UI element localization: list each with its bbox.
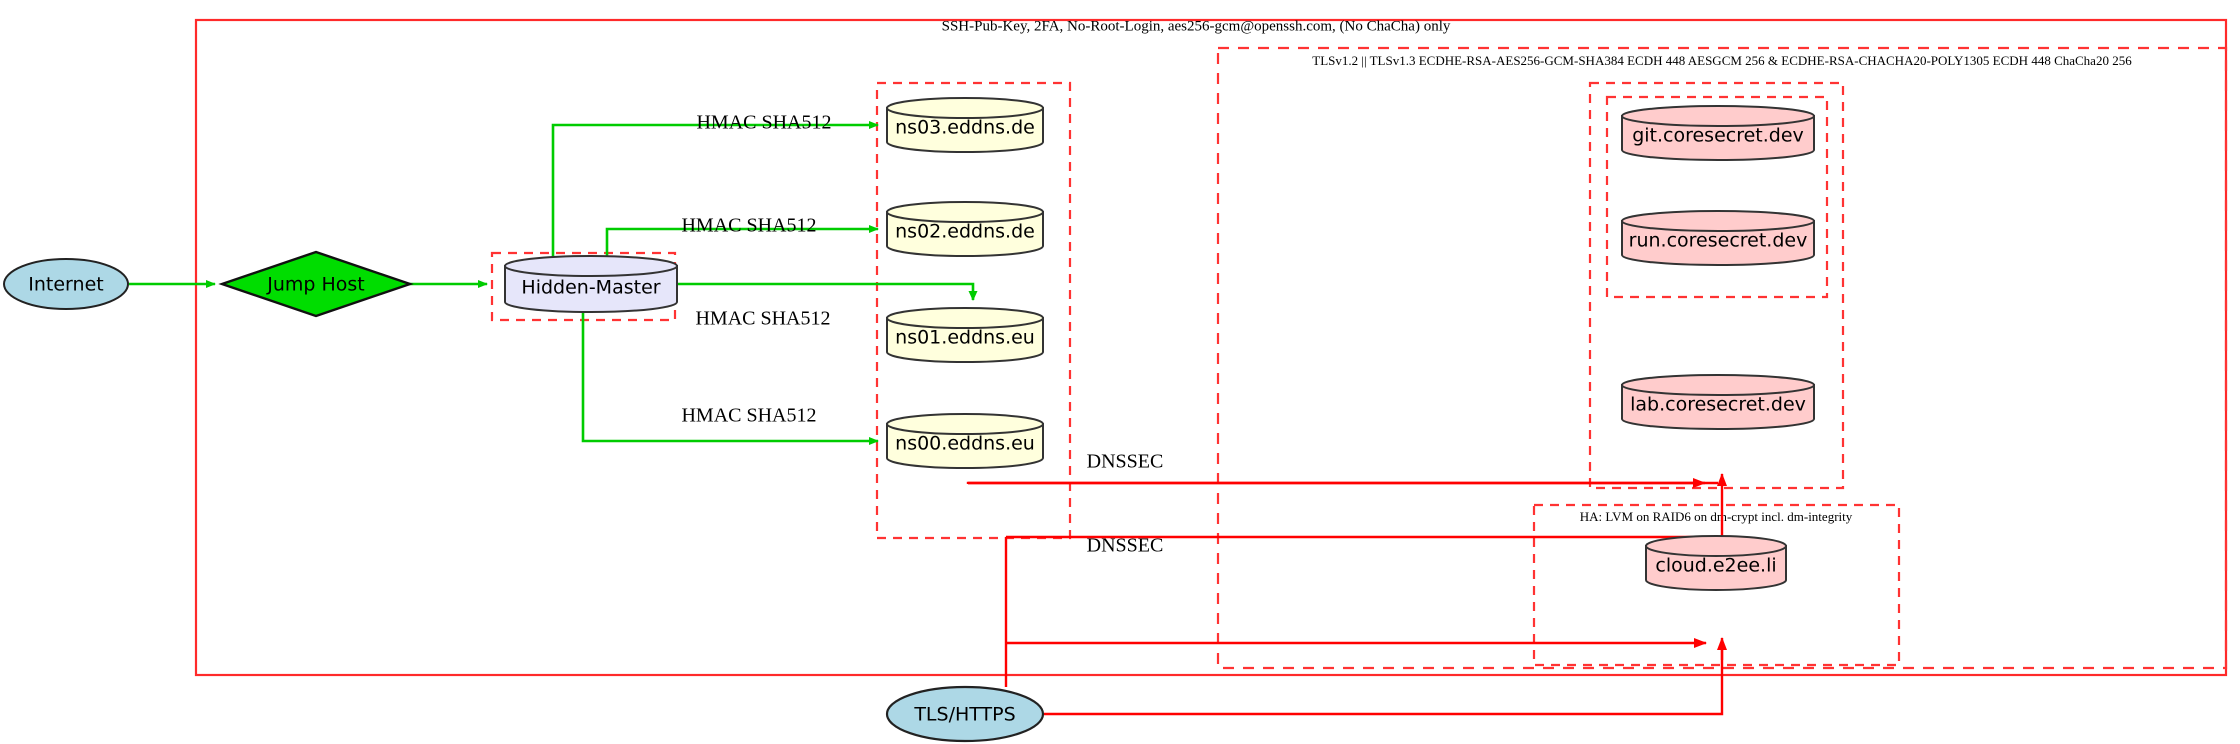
edge-hidden-master-to-ns03: HMAC SHA512 bbox=[551, 112, 879, 258]
edge-label-hmac-ns01: HMAC SHA512 bbox=[695, 308, 830, 330]
node-lab-coresecret[interactable]: lab.coresecret.dev bbox=[1621, 374, 1815, 430]
cluster-tls-label: TLSv1.2 || TLSv1.3 ECDHE-RSA-AES256-GCM-… bbox=[1312, 53, 2132, 68]
edge-dnssec-upper: DNSSEC bbox=[966, 451, 1718, 488]
node-git-coresecret[interactable]: git.coresecret.dev bbox=[1621, 105, 1815, 161]
node-internet[interactable]: Internet bbox=[3, 258, 129, 310]
node-ns00[interactable]: ns00.eddns.eu bbox=[886, 413, 1044, 469]
edge-dnssec-lower: DNSSEC bbox=[1006, 535, 1705, 557]
edge-hidden-master-to-ns02: HMAC SHA512 bbox=[605, 215, 879, 258]
cluster-cloud-label: HA: LVM on RAID6 on dm-crypt incl. dm-in… bbox=[1580, 509, 1853, 524]
edge-label-dnssec-lower: DNSSEC bbox=[1087, 535, 1164, 557]
edge-hidden-master-to-ns00: HMAC SHA512 bbox=[581, 312, 879, 445]
node-cloud-e2ee-label: cloud.e2ee.li bbox=[1655, 555, 1776, 577]
edge-tls-https-to-cloud bbox=[1044, 637, 1727, 716]
cluster-tls: TLSv1.2 || TLSv1.3 ECDHE-RSA-AES256-GCM-… bbox=[1216, 46, 2228, 670]
cluster-coresecret-inner bbox=[1605, 95, 1829, 299]
cluster-outer-ssh-label: SSH-Pub-Key, 2FA, No-Root-Login, aes256-… bbox=[942, 18, 1451, 34]
edge-label-hmac-ns00: HMAC SHA512 bbox=[681, 405, 816, 427]
node-ns02[interactable]: ns02.eddns.de bbox=[886, 201, 1044, 257]
edge-label-dnssec-upper: DNSSEC bbox=[1087, 451, 1164, 473]
node-ns01-label: ns01.eddns.eu bbox=[895, 327, 1035, 349]
node-hidden-master[interactable]: Hidden-Master bbox=[504, 255, 678, 313]
node-run-coresecret[interactable]: run.coresecret.dev bbox=[1621, 210, 1815, 266]
node-git-coresecret-label: git.coresecret.dev bbox=[1632, 125, 1804, 147]
edge-hidden-master-to-ns01: HMAC SHA512 bbox=[668, 282, 978, 330]
node-cloud-e2ee[interactable]: cloud.e2ee.li bbox=[1645, 535, 1787, 591]
node-jump-host[interactable]: Jump Host bbox=[218, 250, 414, 318]
node-run-coresecret-label: run.coresecret.dev bbox=[1629, 230, 1808, 252]
node-internet-label: Internet bbox=[28, 274, 103, 296]
cluster-cloud: HA: LVM on RAID6 on dm-crypt incl. dm-in… bbox=[1532, 503, 1901, 667]
node-tls-https-label: TLS/HTTPS bbox=[913, 704, 1015, 726]
node-ns01[interactable]: ns01.eddns.eu bbox=[886, 307, 1044, 363]
node-ns00-label: ns00.eddns.eu bbox=[895, 433, 1035, 455]
cluster-dns bbox=[875, 81, 1072, 540]
cluster-outer-ssh: SSH-Pub-Key, 2FA, No-Root-Login, aes256-… bbox=[194, 18, 2228, 677]
node-hidden-master-label: Hidden-Master bbox=[521, 277, 660, 299]
node-tls-https[interactable]: TLS/HTTPS bbox=[885, 685, 1045, 743]
node-jump-host-label: Jump Host bbox=[266, 274, 365, 296]
node-ns02-label: ns02.eddns.de bbox=[895, 221, 1035, 243]
node-ns03-label: ns03.eddns.de bbox=[895, 117, 1035, 139]
edge-label-hmac-ns02: HMAC SHA512 bbox=[681, 215, 816, 237]
cluster-coresecret bbox=[1588, 81, 1845, 490]
edge-label-hmac-ns03: HMAC SHA512 bbox=[696, 112, 831, 134]
node-lab-coresecret-label: lab.coresecret.dev bbox=[1630, 394, 1806, 416]
node-ns03[interactable]: ns03.eddns.de bbox=[886, 97, 1044, 153]
